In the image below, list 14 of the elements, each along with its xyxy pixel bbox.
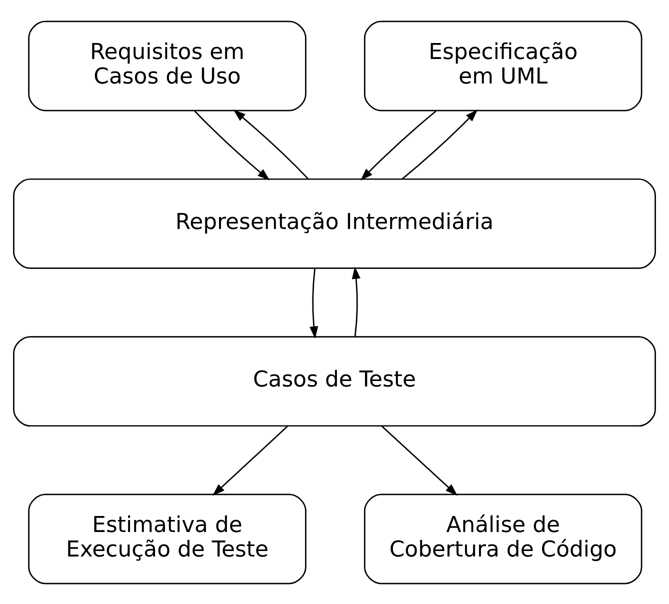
arrow: [212, 425, 288, 496]
arrow: [310, 268, 318, 338]
node-box: Estimativa de Execução de Teste: [28, 493, 306, 584]
arrow: [352, 266, 360, 336]
arrow: [233, 109, 309, 180]
arrow: [402, 108, 478, 180]
node-box: Requisitos em Casos de Uso: [28, 20, 306, 111]
node-box: Especificação em UML: [364, 20, 642, 111]
arrow: [194, 110, 270, 180]
node-box: Representação Intermediária: [13, 178, 656, 268]
node-box: Casos de Teste: [13, 336, 656, 426]
arrow: [360, 110, 436, 180]
node-box: Análise de Cobertura de Código: [364, 493, 642, 584]
arrow: [381, 425, 458, 496]
